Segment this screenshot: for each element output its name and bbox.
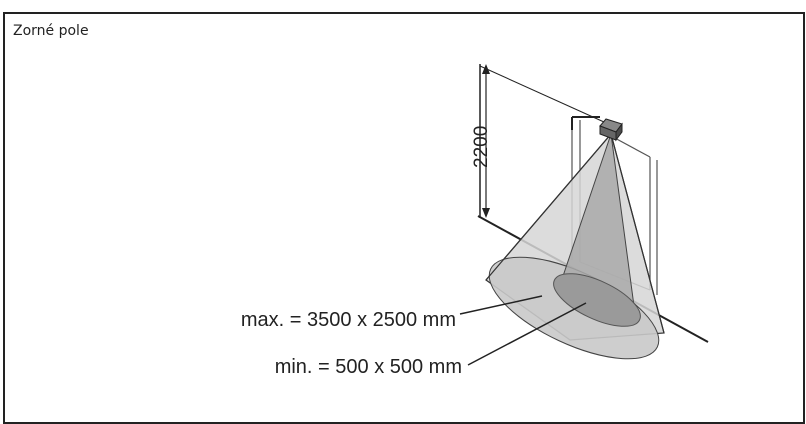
- top-reference-line: [479, 65, 605, 123]
- height-dimension-label: 2200: [471, 126, 492, 168]
- min-detection-area: [553, 273, 641, 327]
- sensor-bracket: [571, 116, 600, 130]
- panel-title: Zorné pole: [13, 23, 89, 39]
- max-cone-edges: [485, 133, 665, 334]
- min-callout-leader: [467, 302, 587, 366]
- max-field-label: max. = 3500 x 2500 mm: [241, 309, 456, 331]
- field-of-view-panel: Zorné pole: [3, 12, 805, 424]
- max-callout-leader: [459, 295, 543, 315]
- min-field-label: min. = 500 x 500 mm: [275, 356, 462, 378]
- sensor-icon: [599, 118, 623, 142]
- height-dimension: [479, 64, 490, 218]
